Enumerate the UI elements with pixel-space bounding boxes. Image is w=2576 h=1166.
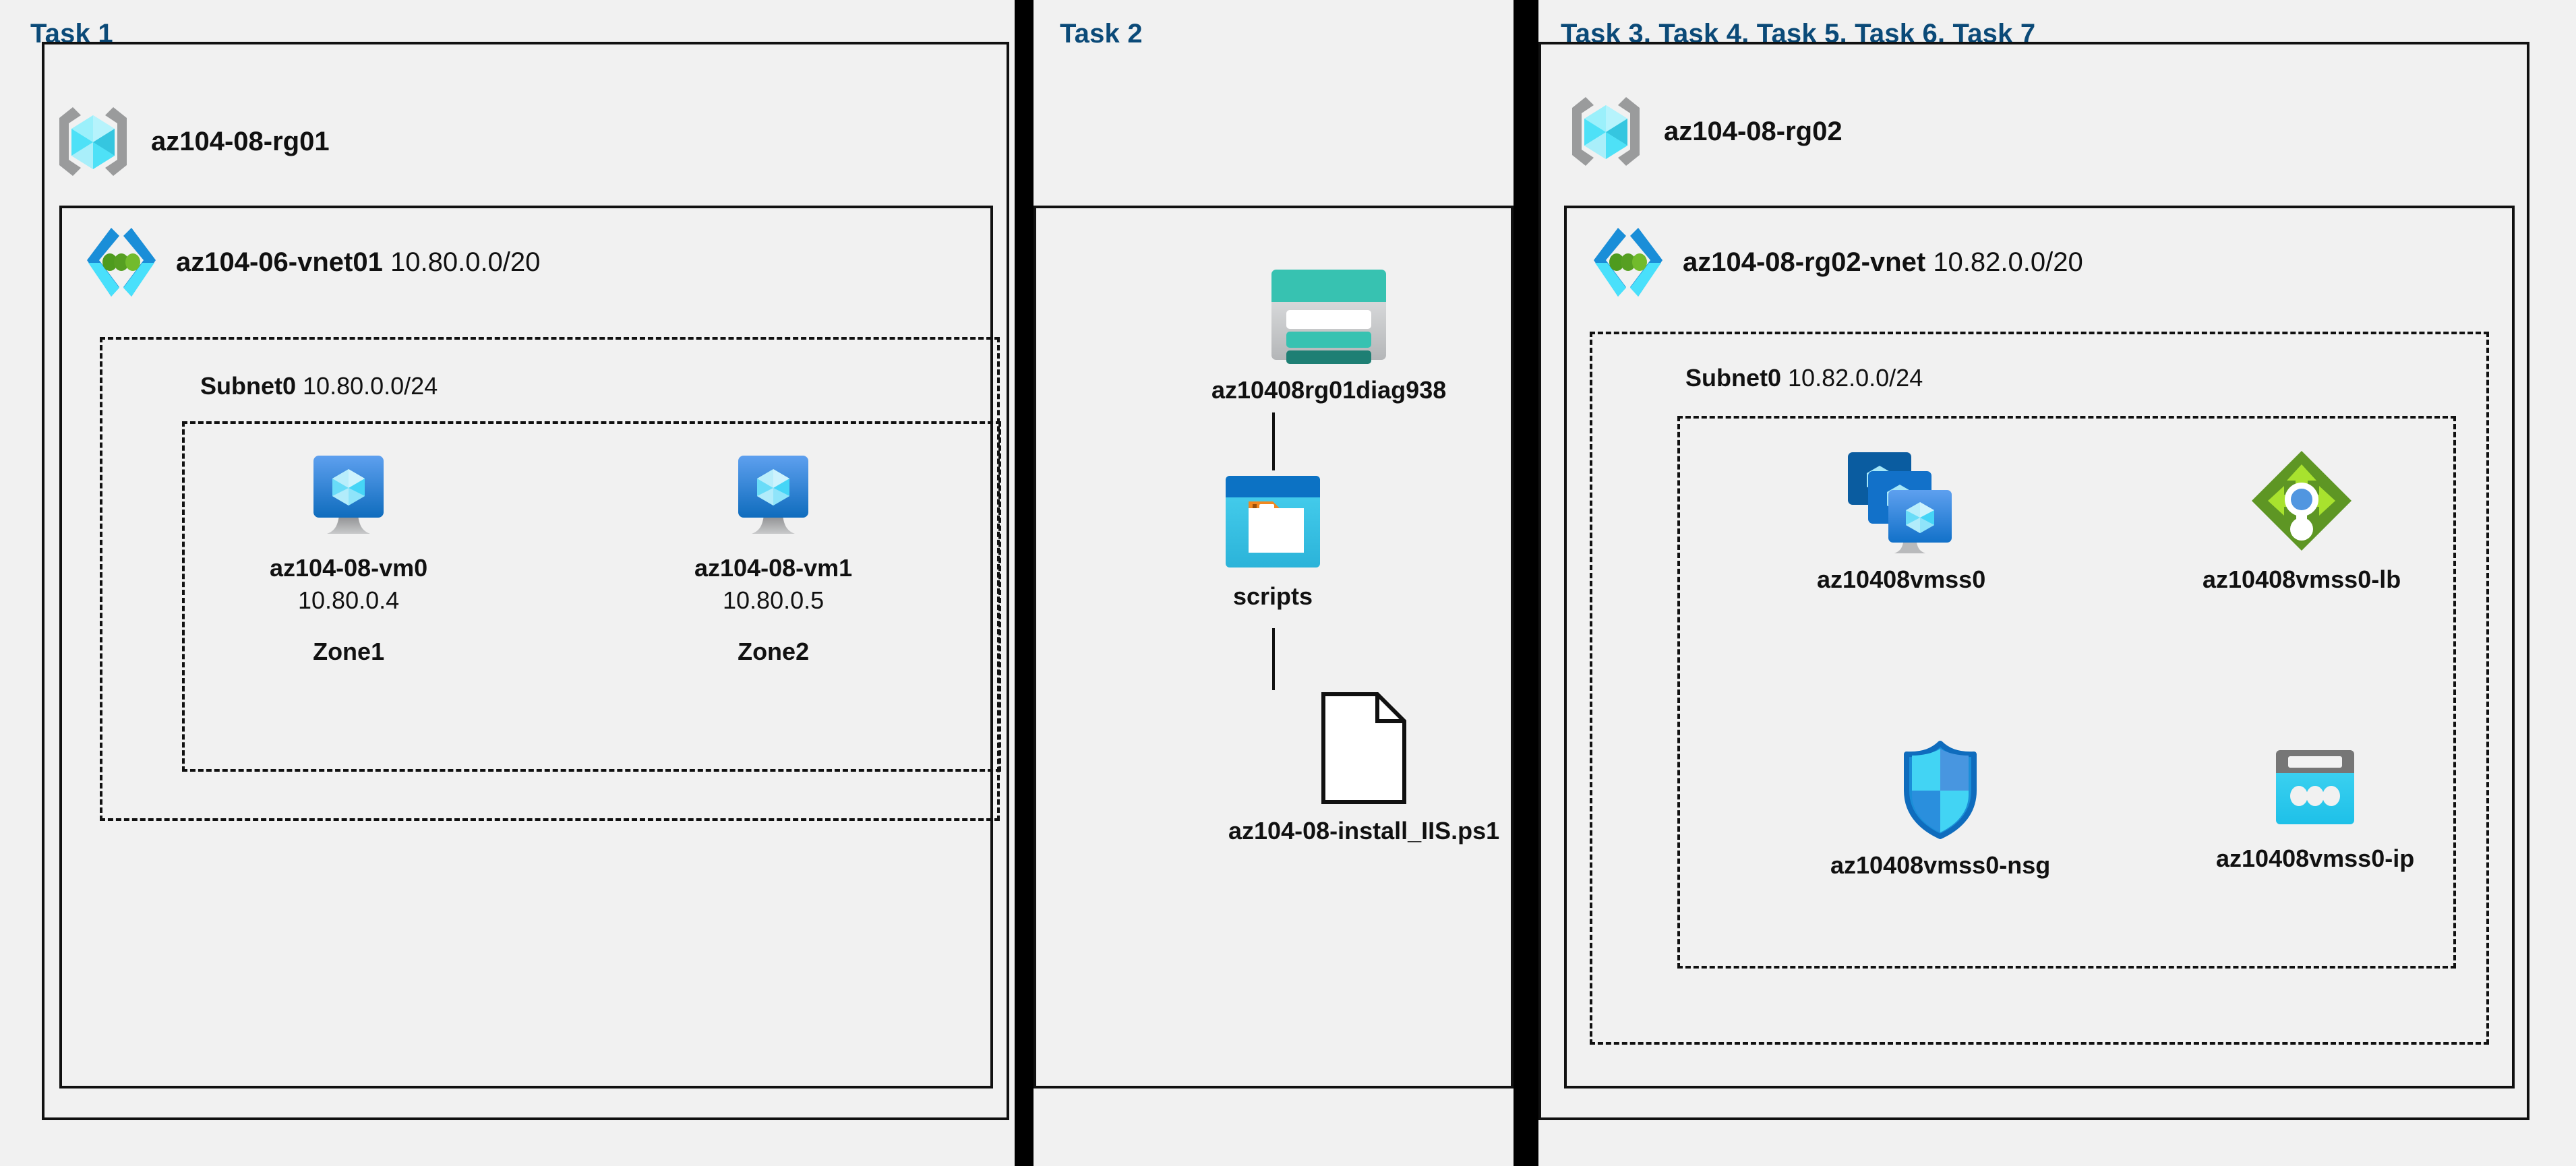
- public-ip-address-icon: [2271, 745, 2360, 834]
- connector-storage-to-container: [1272, 412, 1275, 470]
- blob-container-label: scripts: [1232, 582, 1313, 610]
- public-ip-node[interactable]: az10408vmss0-ip: [2216, 745, 2414, 873]
- blob-container-node[interactable]: scripts: [1222, 472, 1324, 611]
- vm-name-label: az104-08-vm1: [694, 554, 853, 582]
- resource-group-icon: [1565, 88, 1646, 175]
- virtual-network-icon: [84, 222, 158, 302]
- vm-scale-set-icon: [1844, 448, 1958, 555]
- load-balancer-label: az10408vmss0-lb: [2203, 565, 2401, 593]
- blob-container-icon: [1222, 472, 1324, 572]
- load-balancer-icon: [2248, 447, 2356, 555]
- task1-vnet-header: az104-06-vnet01 10.80.0.0/20: [84, 222, 540, 302]
- vm-zone-label: Zone2: [738, 638, 810, 665]
- virtual-network-icon: [1591, 222, 1665, 302]
- resource-group-icon: [53, 98, 133, 185]
- script-file-label: az104-08-install_IIS.ps1: [1228, 817, 1500, 845]
- task1-resource-group-header: az104-08-rg01: [53, 98, 330, 185]
- task3-resource-group-header: az104-08-rg02: [1565, 88, 1843, 175]
- virtual-machine-icon: [734, 453, 812, 543]
- connector-container-to-script: [1272, 628, 1275, 690]
- storage-account-node[interactable]: az10408rg01diag938: [1211, 264, 1446, 404]
- task1-resource-group-label: az104-08-rg01: [151, 126, 330, 156]
- panel-divider-1: [1015, 0, 1034, 1166]
- public-ip-label: az10408vmss0-ip: [2216, 845, 2415, 872]
- vmss-label: az10408vmss0: [1817, 565, 1986, 593]
- storage-account-icon: [1266, 264, 1391, 365]
- script-file-node[interactable]: az104-08-install_IIS.ps1: [1228, 690, 1499, 845]
- nsg-label: az10408vmss0-nsg: [1830, 851, 2051, 879]
- panel-divider-2: [1514, 0, 1538, 1166]
- vm-node-az104-08-vm0[interactable]: az104-08-vm0 10.80.0.4 Zone1: [270, 453, 427, 666]
- network-security-group-icon: [1898, 738, 1983, 840]
- vm-name-label: az104-08-vm0: [270, 554, 428, 582]
- task1-vnet-label: az104-06-vnet01 10.80.0.0/20: [176, 247, 541, 277]
- task1-vm-group-box: [182, 421, 1001, 772]
- task3-subnet-box: [1590, 332, 2489, 1045]
- task3-vnet-label: az104-08-rg02-vnet 10.82.0.0/20: [1683, 247, 2083, 277]
- task1-vnet-box: [59, 206, 993, 1088]
- task3-subnet-label: Subnet0 10.82.0.0/24: [1685, 364, 1923, 392]
- load-balancer-node[interactable]: az10408vmss0-lb: [2203, 447, 2401, 594]
- task1-subnet-label: Subnet0 10.80.0.0/24: [200, 372, 438, 400]
- script-file-icon: [1319, 690, 1408, 806]
- vmss-node[interactable]: az10408vmss0: [1817, 448, 1985, 594]
- nsg-node[interactable]: az10408vmss0-nsg: [1830, 738, 2050, 880]
- task3-resource-group-label: az104-08-rg02: [1664, 116, 1843, 146]
- task-2-title: Task 2: [1060, 19, 1143, 49]
- vm-node-az104-08-vm1[interactable]: az104-08-vm1 10.80.0.5 Zone2: [694, 453, 852, 666]
- storage-account-label: az10408rg01diag938: [1211, 376, 1447, 404]
- vm-ip-label: 10.80.0.4: [298, 586, 400, 614]
- task3-resource-group-inner-box: [1677, 416, 2456, 969]
- vm-ip-label: 10.80.0.5: [723, 586, 825, 614]
- virtual-machine-icon: [309, 453, 388, 543]
- task3-vnet-box: [1564, 206, 2515, 1088]
- task3-vnet-header: az104-08-rg02-vnet 10.82.0.0/20: [1591, 222, 2083, 302]
- vm-zone-label: Zone1: [313, 638, 385, 665]
